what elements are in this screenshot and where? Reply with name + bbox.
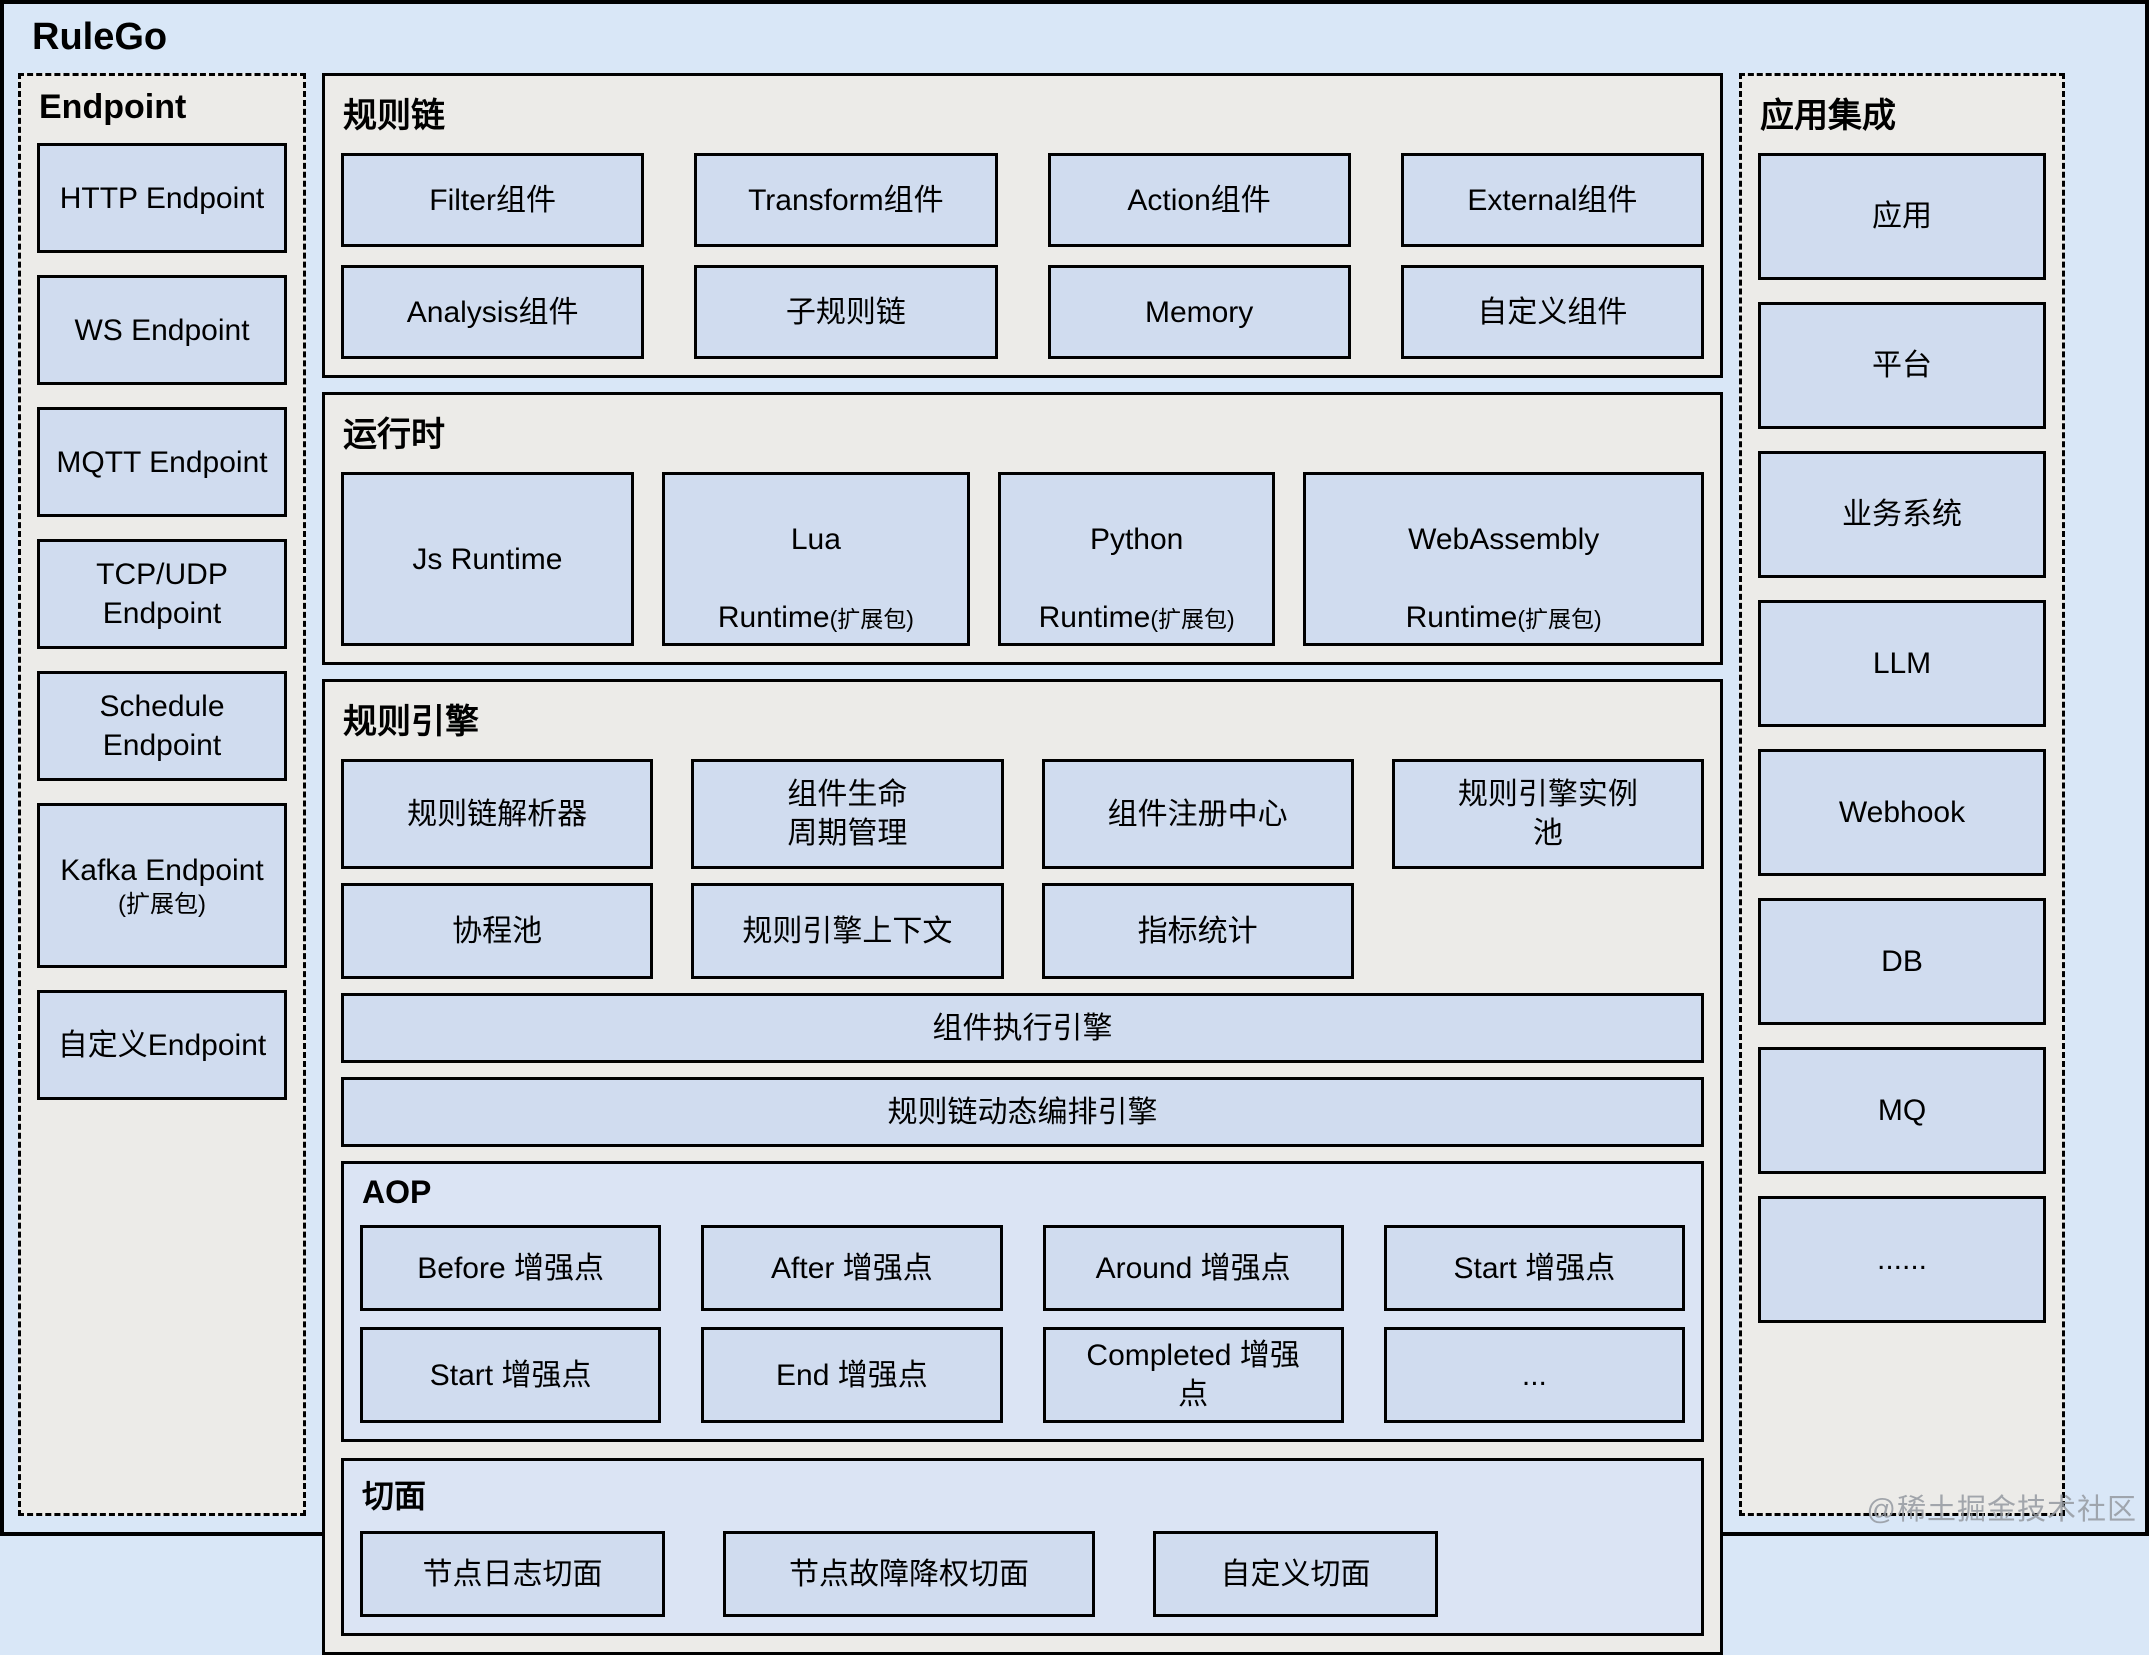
aspect-box-node-log: 节点日志切面 (360, 1531, 665, 1617)
rule-engine-body: 规则链解析器 组件生命 周期管理 组件注册中心 规则引擎实例 池 (341, 759, 1704, 1636)
aspect-row: 节点日志切面 节点故障降权切面 自定义切面 (360, 1531, 1685, 1617)
endpoint-box-list: HTTP Endpoint WS Endpoint MQTT Endpoint … (37, 143, 287, 1100)
rule-engine-row2: 协程池 规则引擎上下文 指标统计 (341, 883, 1704, 979)
endpoint-panel: Endpoint HTTP Endpoint WS Endpoint MQTT … (18, 73, 306, 1516)
endpoint-box-http: HTTP Endpoint (37, 143, 287, 253)
aspect-panel: 切面 节点日志切面 节点故障降权切面 自定义切面 (341, 1458, 1704, 1636)
aop-box-more: ... (1383, 1327, 1685, 1423)
core-column: 规则链 Filter组件 Transform组件 Action组件 Extern… (322, 73, 1723, 1655)
rule-engine-panel: 规则引擎 规则链解析器 组件生命 周期管理 组件注册中心 规则引 (322, 679, 1723, 1655)
diagram-columns: Endpoint HTTP Endpoint WS Endpoint MQTT … (18, 73, 2131, 1655)
endpoint-panel-title: Endpoint (39, 88, 187, 126)
engine-box-context: 规则引擎上下文 (691, 883, 1004, 979)
rule-chain-grid: Filter组件 Transform组件 Action组件 External组件… (341, 153, 1704, 359)
runtime-grid: Js Runtime Lua Runtime(扩展包) Python Runti… (341, 472, 1704, 646)
engine-box-component-registry: 组件注册中心 (1041, 759, 1354, 869)
integration-box-list: 应用 平台 业务系统 LLM Webhook DB MQ (1758, 153, 2046, 1323)
engine-box-goroutine-pool: 协程池 (341, 883, 654, 979)
aspect-box-node-failover: 节点故障降权切面 (723, 1531, 1095, 1617)
integration-box-app: 应用 (1758, 153, 2046, 280)
rule-chain-panel-title: 规则链 (343, 97, 445, 135)
integration-box-platform: 平台 (1758, 302, 2046, 429)
runtime-panel-title: 运行时 (343, 416, 445, 454)
rule-engine-panel-title: 规则引擎 (343, 703, 479, 741)
engine-box-instance-pool: 规则引擎实例 池 (1391, 759, 1704, 869)
endpoint-box-ws: WS Endpoint (37, 275, 287, 385)
aop-box-after: After 增强点 (701, 1225, 1003, 1311)
aop-panel: AOP Before 增强点 After 增强点 Around 增强点 (341, 1161, 1704, 1442)
diagram-title: RuleGo (32, 16, 168, 58)
rule-engine-row1: 规则链解析器 组件生命 周期管理 组件注册中心 规则引擎实例 池 (341, 759, 1704, 869)
integration-box-llm: LLM (1758, 600, 2046, 727)
aop-box-around: Around 增强点 (1042, 1225, 1344, 1311)
integration-panel-title: 应用集成 (1760, 97, 1896, 135)
aop-box-completed: Completed 增强 点 (1042, 1327, 1344, 1423)
engine-box-metrics: 指标统计 (1041, 883, 1354, 979)
integration-box-more: ...... (1758, 1196, 2046, 1323)
integration-box-business-system: 业务系统 (1758, 451, 2046, 578)
aop-grid: Before 增强点 After 增强点 Around 增强点 Start 增强… (360, 1225, 1685, 1423)
aop-box-start-2: Start 增强点 (360, 1327, 662, 1423)
aop-panel-title: AOP (362, 1174, 432, 1210)
integration-panel: 应用集成 应用 平台 业务系统 LLM Webhook DB (1739, 73, 2065, 1516)
runtime-box-python: Python Runtime(扩展包) (997, 472, 1276, 646)
rulechain-box-transform: Transform组件 (694, 153, 998, 247)
aspect-panel-title: 切面 (362, 1478, 427, 1514)
runtime-box-lua: Lua Runtime(扩展包) (661, 472, 970, 646)
rulechain-box-external: External组件 (1400, 153, 1704, 247)
rulechain-box-memory: Memory (1047, 265, 1351, 359)
aop-box-start: Start 增强点 (1383, 1225, 1685, 1311)
integration-box-mq: MQ (1758, 1047, 2046, 1174)
watermark: @稀土掘金技术社区 (1866, 1494, 2137, 1526)
integration-box-webhook: Webhook (1758, 749, 2046, 876)
engine-box-component-lifecycle: 组件生命 周期管理 (691, 759, 1004, 869)
endpoint-box-mqtt: MQTT Endpoint (37, 407, 287, 517)
endpoint-box-tcpudp: TCP/UDP Endpoint (37, 539, 287, 649)
rulechain-box-subchain: 子规则链 (694, 265, 998, 359)
rulechain-box-analysis: Analysis组件 (341, 265, 645, 359)
engine-box-chain-parser: 规则链解析器 (341, 759, 654, 869)
rulechain-box-action: Action组件 (1047, 153, 1351, 247)
endpoint-box-schedule: Schedule Endpoint (37, 671, 287, 781)
runtime-box-js: Js Runtime (341, 472, 634, 646)
engine-box-exec-engine: 组件执行引擎 (341, 993, 1704, 1063)
endpoint-box-custom: 自定义Endpoint (37, 990, 287, 1100)
rule-chain-panel: 规则链 Filter组件 Transform组件 Action组件 Extern… (322, 73, 1723, 378)
aspect-box-custom: 自定义切面 (1153, 1531, 1438, 1617)
aop-box-before: Before 增强点 (360, 1225, 662, 1311)
endpoint-box-kafka: Kafka Endpoint (扩展包) (37, 803, 287, 968)
rulechain-box-custom: 自定义组件 (1400, 265, 1704, 359)
aop-box-end: End 增强点 (701, 1327, 1003, 1423)
runtime-panel: 运行时 Js Runtime Lua Runtime(扩展包) Python (322, 392, 1723, 665)
rulechain-box-filter: Filter组件 (341, 153, 645, 247)
engine-box-dynamic-orchestration: 规则链动态编排引擎 (341, 1077, 1704, 1147)
runtime-box-wasm: WebAssembly Runtime(扩展包) (1303, 472, 1704, 646)
integration-box-db: DB (1758, 898, 2046, 1025)
